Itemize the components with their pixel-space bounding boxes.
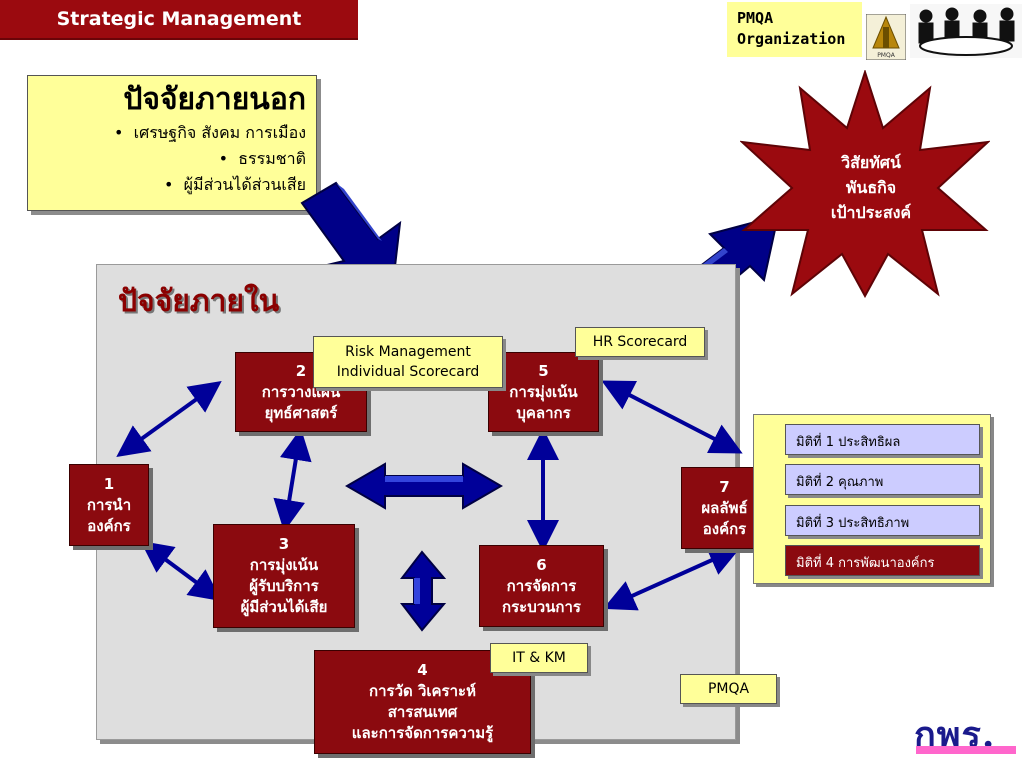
node-label-line: ผู้มีส่วนได้เสีย [240, 598, 328, 616]
external-to-internal-arrow-icon [300, 181, 402, 277]
node-3-customer-focus: 3 การมุ่งเน้น ผู้รับบริการ ผู้มีส่วนได้เ… [213, 524, 355, 628]
node-number: 3 [278, 535, 290, 553]
external-factor-text: ธรรมชาติ [238, 149, 306, 168]
arrow-5-7 [601, 380, 743, 454]
pmqa-tag: PMQA [680, 674, 777, 704]
dimension-effectiveness: มิติที่ 1 ประสิทธิผล [785, 424, 980, 455]
external-factors-box: ปัจจัยภายนอก • เศรษฐกิจ สังคม การเมือง •… [27, 75, 317, 211]
dimension-organization-development: มิติที่ 4 การพัฒนาองค์กร [785, 545, 980, 576]
mission-line: พันธกิจ [845, 178, 897, 197]
vision-line: วิสัยทัศน์ [841, 153, 901, 172]
ocpc-logo: กพร. [914, 714, 996, 756]
hr-scorecard-tag: HR Scorecard [575, 327, 705, 357]
horizontal-double-arrow-icon [345, 462, 503, 510]
arrow-6-7 [603, 545, 741, 611]
dimension-quality: มิติที่ 2 คุณภาพ [785, 464, 980, 495]
node-5-workforce-focus: 5 การมุ่งเน้น บุคลากร [488, 352, 599, 432]
node-label-line: การจัดการ [506, 576, 577, 595]
slide-title: Strategic Management [0, 0, 358, 40]
risk-tag-line2: Individual Scorecard [336, 364, 480, 380]
node-number: 2 [295, 361, 307, 380]
node-label-line: องค์กร [702, 519, 747, 538]
dimension-efficiency: มิติที่ 3 ประสิทธิภาพ [785, 505, 980, 536]
pmqa-label-line2: Organization [737, 30, 846, 48]
internal-factors-title: ปัจจัยภายใน [118, 284, 280, 319]
external-factor-item: • เศรษฐกิจ สังคม การเมือง [114, 123, 306, 142]
risk-management-tag: Risk Management Individual Scorecard [313, 336, 503, 388]
pmqa-logo-caption: PMQA [877, 52, 896, 59]
meeting-people-icon [910, 4, 1022, 58]
it-km-tag: IT & KM [490, 643, 588, 673]
arrow-1-3 [140, 540, 222, 602]
external-factor-text: เศรษฐกิจ สังคม การเมือง [133, 123, 306, 142]
node-number: 6 [536, 555, 547, 574]
node-number: 1 [103, 474, 115, 493]
vertical-double-arrow-icon [400, 550, 447, 632]
ocpc-logo-underline [916, 746, 1016, 754]
external-factors-title: ปัจจัยภายนอก [123, 82, 306, 117]
node-label-line: ผู้รับบริการ [249, 577, 319, 595]
node-label-line: สารสนเทศ [387, 703, 458, 721]
node-label-line: องค์กร [87, 516, 131, 535]
node-number: 7 [719, 477, 730, 496]
pmqa-logo-icon: PMQA [866, 14, 906, 60]
arrow-1-2 [116, 380, 222, 458]
external-factor-item: • ธรรมชาติ [218, 149, 306, 168]
node-label-line: การนำ [86, 495, 132, 514]
risk-tag-line1: Risk Management [345, 344, 471, 360]
node-label-line: ยุทธ์ศาสตร์ [264, 403, 338, 422]
node-label-line: การมุ่งเน้น [509, 382, 578, 401]
node-label-line: บุคลากร [516, 403, 571, 422]
node-1-leadership: 1 การนำ องค์กร [69, 464, 149, 546]
pmqa-label-line1: PMQA [737, 9, 774, 27]
external-factor-text: ผู้มีส่วนได้ส่วนเสีย [183, 175, 306, 194]
vision-star-text: วิสัยทัศน์ พันธกิจ เป้าประสงค์ [786, 150, 956, 225]
vision-star-shape [740, 70, 990, 298]
node-6-process-management: 6 การจัดการ กระบวนการ [479, 545, 604, 627]
arrow-2-3 [273, 428, 312, 532]
goal-line: เป้าประสงค์ [830, 203, 912, 222]
node-label-line: และการจัดการความรู้ [351, 724, 494, 742]
node-number: 5 [538, 361, 549, 380]
pmqa-organization-label: PMQA Organization [727, 2, 862, 57]
node-label-line: ผลลัพธ์ [701, 498, 748, 517]
node-label-line: การมุ่งเน้น [249, 556, 319, 574]
node-number: 4 [417, 661, 428, 679]
node-label-line: การวัด วิเคราะห์ [369, 682, 476, 700]
node-label-line: กระบวนการ [502, 597, 581, 616]
external-factor-item: • ผู้มีส่วนได้ส่วนเสีย [164, 175, 306, 194]
